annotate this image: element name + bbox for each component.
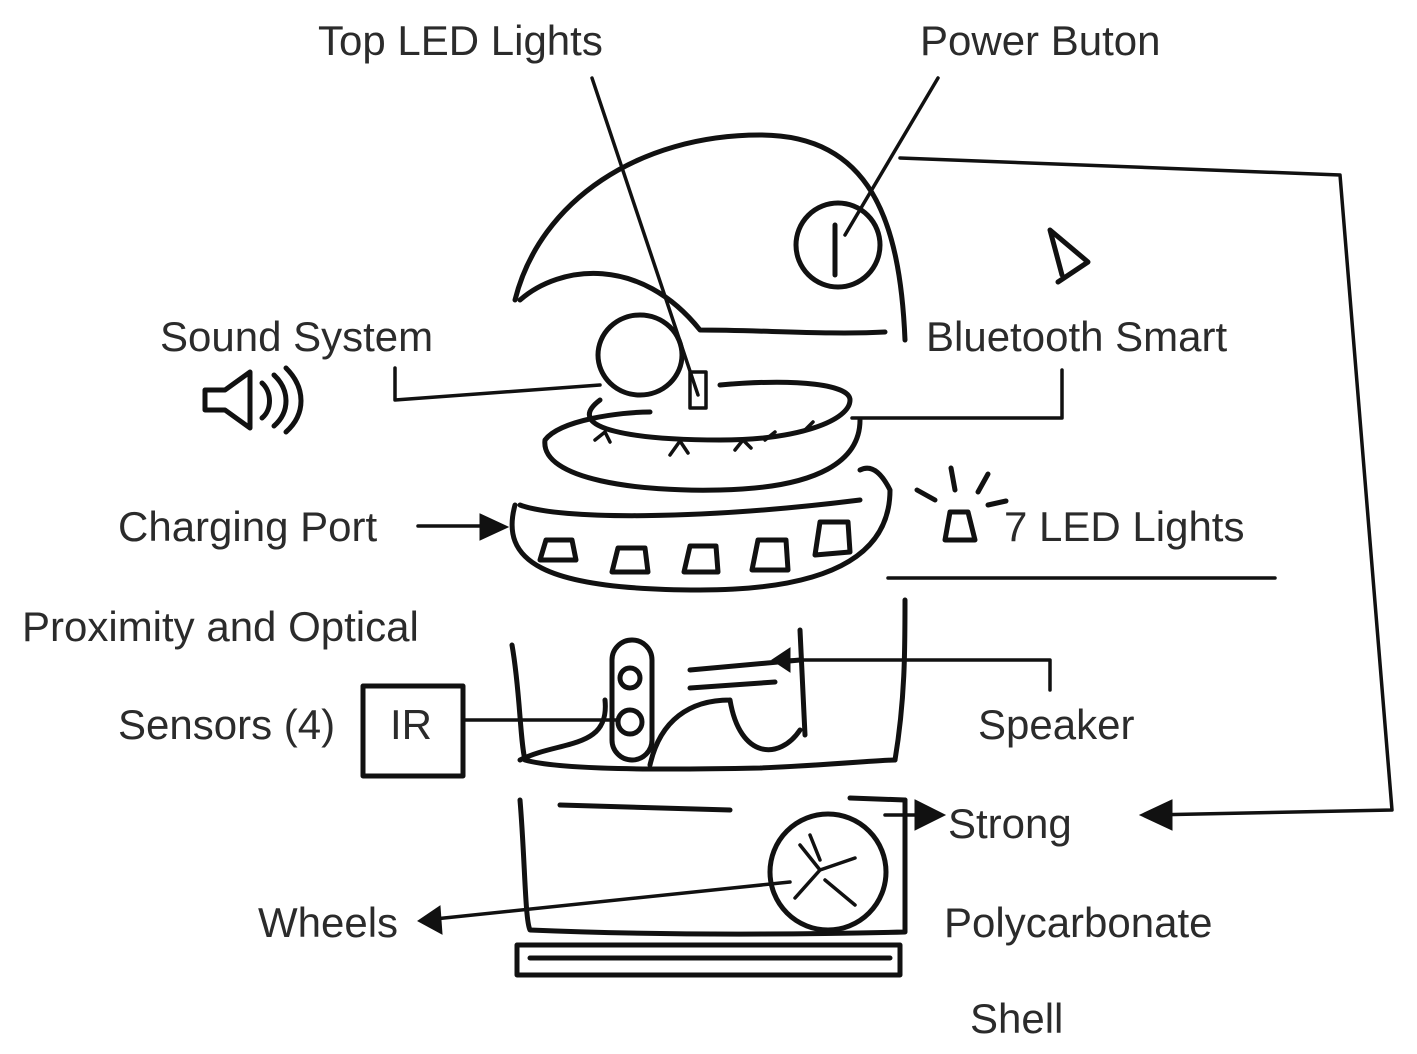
wheel-spokes <box>793 833 857 907</box>
wheel <box>767 811 889 933</box>
sensor-slot <box>609 637 655 763</box>
led-light-2 <box>609 545 651 575</box>
label-speaker: Speaker <box>978 701 1135 748</box>
led-light-4 <box>749 537 791 573</box>
bluetooth-icon <box>1047 227 1091 285</box>
leader-power-button <box>843 76 940 237</box>
arrowhead-charging-port <box>479 513 510 541</box>
label-proximity-line2: Sensors (4) <box>118 701 336 748</box>
label-strong: Strong <box>948 800 1072 847</box>
bottom-shell <box>517 797 908 937</box>
sensor-body-left <box>509 642 898 772</box>
leader-speaker <box>773 658 1052 692</box>
led-light-1 <box>537 537 579 563</box>
label-charging-port: Charging Port <box>118 503 378 550</box>
led-ring <box>509 465 893 593</box>
disk-markings <box>593 420 815 457</box>
label-polycarbonate: Polycarbonate <box>944 899 1213 946</box>
label-ir: IR <box>390 701 432 748</box>
glowing-led-icon <box>914 465 1009 543</box>
dome-inner-arch <box>517 270 888 336</box>
middle-disk <box>542 409 863 493</box>
label-shell: Shell <box>970 995 1064 1042</box>
label-top-led-lights: Top LED Lights <box>318 17 603 64</box>
led-ring-top <box>517 497 863 519</box>
led-light-3 <box>681 543 721 575</box>
speaker-icon <box>202 365 304 435</box>
leader-sound-system <box>393 366 602 402</box>
ir-box <box>360 683 466 779</box>
led-light-5 <box>812 519 853 558</box>
label-seven-led-lights: 7 LED Lights <box>1004 503 1245 550</box>
label-proximity-line1: Proximity and Optical <box>22 603 419 650</box>
leader-bluetooth <box>850 368 1064 420</box>
sensor-eye-bottom <box>615 707 645 737</box>
label-bluetooth-smart: Bluetooth Smart <box>926 313 1228 360</box>
top-dome-outline <box>512 132 908 343</box>
sensor-eye-top <box>617 665 643 691</box>
top-led-square <box>688 370 708 410</box>
leader-top-led <box>590 76 700 397</box>
sound-ball <box>595 312 685 398</box>
power-button-circle <box>793 200 883 290</box>
base-plate <box>514 942 903 978</box>
sensor-lobes <box>517 597 908 768</box>
arrowhead-wheels <box>417 905 443 935</box>
arrowhead-strong <box>914 799 947 831</box>
label-sound-system: Sound System <box>160 313 434 360</box>
arrowhead-shell <box>1138 799 1173 831</box>
arrowhead-speaker <box>771 647 791 673</box>
shell-top-line <box>557 795 908 813</box>
label-power-button: Power Buton <box>920 17 1161 64</box>
leader-wheels <box>423 880 792 922</box>
leader-shell-loop <box>898 156 1394 817</box>
label-wheels: Wheels <box>258 899 399 946</box>
